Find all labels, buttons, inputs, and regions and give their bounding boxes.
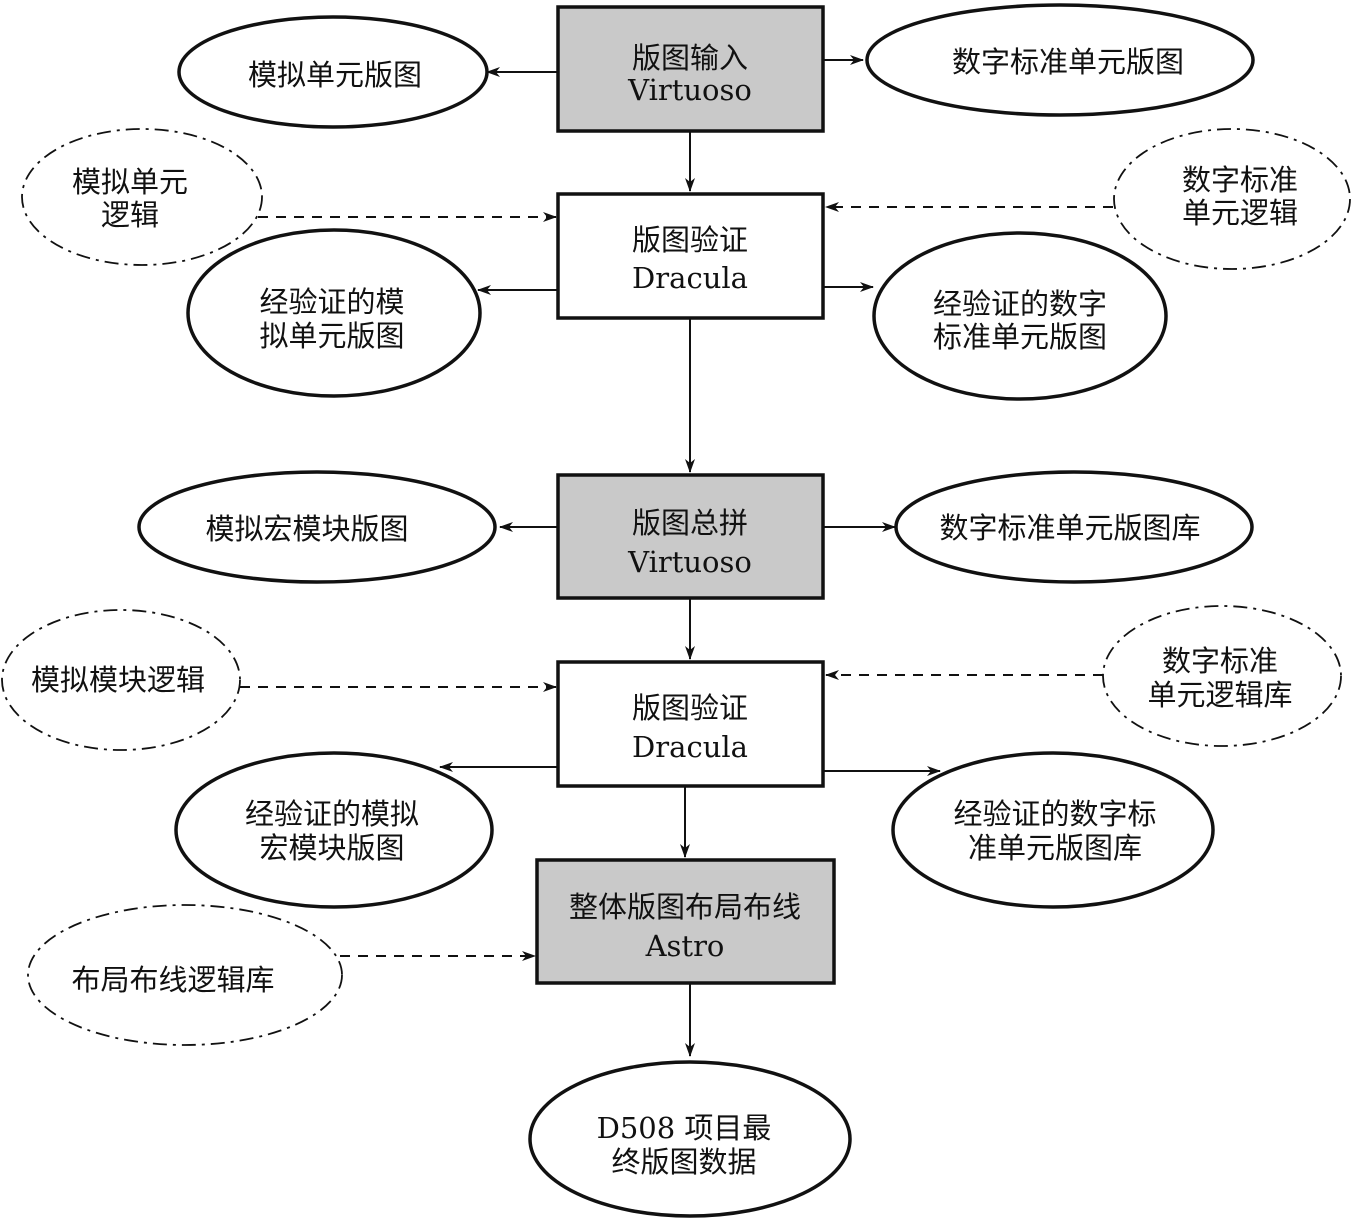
ellipse-analog-cell-layout-shape [177,15,489,129]
box-layout-input-line1: 版图输入 [632,41,748,75]
box-place-route-shape [535,858,836,985]
ellipse-place-route-logic-lib: 布局布线逻辑库 [27,904,343,1046]
box-layout-merge-shape [556,473,825,600]
ellipse-place-route-logic-lib-shape [27,904,343,1046]
box-layout-verify-2: 版图验证 Dracula [556,660,825,788]
ellipse-final-layout-data-line2: 终版图数据 [611,1145,756,1179]
ellipse-digital-std-cell-logic-lib-line2: 单元逻辑库 [1147,678,1292,712]
box-layout-merge: 版图总拼 Virtuoso [556,473,825,600]
ellipse-verified-digital-cell-lib: 经验证的数字标 准单元版图库 [891,751,1215,909]
ellipse-verified-analog-macro-layout: 经验证的模拟 宏模块版图 [174,751,494,909]
ellipse-analog-cell-logic: 模拟单元 逻辑 [21,128,263,266]
box-layout-input: 版图输入 Virtuoso [556,5,825,133]
box-layout-verify-2-line2: Dracula [632,730,748,764]
ellipse-analog-macro-layout-shape [137,470,497,584]
ellipse-final-layout-data: D508 项目最 终版图数据 [528,1060,852,1218]
ellipse-digital-std-cell-logic-lib-shape [1102,605,1342,747]
ellipse-digital-std-cell-logic: 数字标准 单元逻辑 [1113,128,1351,270]
ellipse-digital-std-cell-logic-lib-line1: 数字标准 [1162,644,1278,678]
box-layout-merge-line1: 版图总拼 [632,506,748,540]
ellipse-analog-macro-layout: 模拟宏模块版图 [137,470,497,584]
box-place-route-line2: Astro [645,929,725,963]
ellipse-analog-cell-logic-line1: 模拟单元 [72,165,188,199]
ellipse-analog-module-logic-shape [1,609,241,751]
ellipse-verified-analog-macro-layout-shape [174,751,494,909]
box-layout-verify-2-shape [556,660,825,788]
ellipse-final-layout-data-shape [528,1060,852,1218]
connectors [240,55,1113,1057]
box-layout-merge-line2: Virtuoso [627,545,752,579]
ellipse-verified-digital-cell-lib-shape [891,751,1215,909]
box-place-route-line1: 整体版图布局布线 [569,890,801,924]
ellipse-analog-cell-layout-line1: 模拟单元版图 [248,58,422,92]
ellipse-digital-std-cell-logic-line1: 数字标准 [1182,163,1298,197]
ellipse-verified-analog-macro-layout-line1: 经验证的模拟 [245,797,419,831]
box-layout-input-shape [556,5,825,133]
ellipse-verified-digital-cell-layout: 经验证的数字 标准单元版图 [872,231,1168,401]
box-layout-verify-2-line1: 版图验证 [632,691,748,725]
ellipse-analog-module-logic: 模拟模块逻辑 [1,609,241,751]
ellipse-digital-std-cell-logic-lib: 数字标准 单元逻辑库 [1102,605,1342,747]
ellipse-digital-std-cell-lib-shape [894,470,1254,584]
ellipse-verified-digital-cell-lib-line2: 准单元版图库 [968,831,1142,865]
ellipse-analog-module-logic-line1: 模拟模块逻辑 [31,663,205,697]
ellipse-verified-digital-cell-layout-shape [872,231,1168,401]
ellipse-analog-macro-layout-line1: 模拟宏模块版图 [205,512,408,546]
box-layout-verify-1-line2: Dracula [632,261,748,295]
ellipse-digital-std-cell-lib: 数字标准单元版图库 [894,470,1254,584]
ellipse-verified-digital-cell-lib-line1: 经验证的数字标 [953,797,1156,831]
ellipse-digital-std-cell-layout-shape [865,3,1255,117]
box-layout-verify-1-shape [556,192,825,320]
ellipse-digital-std-cell-logic-shape [1113,128,1351,270]
ellipse-digital-std-cell-lib-line1: 数字标准单元版图库 [939,511,1200,545]
ellipse-verified-analog-cell-layout-line2: 拟单元版图 [259,319,404,353]
box-layout-input-line2: Virtuoso [627,73,752,107]
ellipse-digital-std-cell-layout: 数字标准单元版图 [865,3,1255,117]
ellipse-verified-digital-cell-layout-line1: 经验证的数字 [933,287,1107,321]
ellipse-verified-analog-macro-layout-line2: 宏模块版图 [259,831,404,865]
ellipse-verified-analog-cell-layout: 经验证的模 拟单元版图 [186,228,482,398]
ellipse-verified-analog-cell-layout-shape [186,228,482,398]
ellipse-digital-std-cell-logic-line2: 单元逻辑 [1182,196,1298,230]
ellipse-verified-digital-cell-layout-line2: 标准单元版图 [933,320,1107,354]
ellipse-verified-analog-cell-layout-line1: 经验证的模 [259,285,404,319]
ellipse-analog-cell-logic-line2: 逻辑 [101,198,159,232]
ellipse-digital-std-cell-layout-line1: 数字标准单元版图 [952,45,1184,79]
ellipse-place-route-logic-lib-line1: 布局布线逻辑库 [71,963,274,997]
box-layout-verify-1: 版图验证 Dracula [556,192,825,320]
box-place-route: 整体版图布局布线 Astro [535,858,836,985]
box-layout-verify-1-line1: 版图验证 [632,223,748,257]
ellipse-analog-cell-logic-shape [21,128,263,266]
ellipse-analog-cell-layout: 模拟单元版图 [177,15,489,129]
ellipse-final-layout-data-line1: D508 项目最 [597,1111,772,1145]
